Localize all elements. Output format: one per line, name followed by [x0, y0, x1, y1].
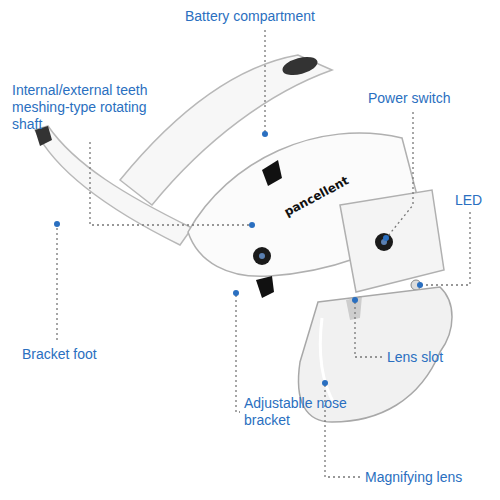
part-label: Internal/external teeth meshing-type rot…: [12, 82, 177, 133]
part-label: LED: [455, 192, 482, 209]
part-label: Magnifying lens: [365, 469, 462, 486]
logo-mark: [262, 160, 282, 186]
callout-dot: [417, 282, 423, 288]
shaft-knob: [253, 247, 271, 265]
led-housing: [340, 190, 444, 292]
callout-dot: [352, 297, 358, 303]
part-label: Lens slot: [387, 349, 443, 366]
part-label: Adjustablle nose bracket: [244, 395, 364, 429]
callout-dot: [54, 221, 60, 227]
part-label: Battery compartment: [185, 8, 315, 25]
leader-line: [90, 142, 250, 225]
nose-bracket: [256, 276, 274, 298]
callout-dot: [383, 235, 389, 241]
leader-line: [264, 30, 265, 132]
leader-line: [355, 302, 382, 357]
leader-line: [422, 212, 470, 285]
left-arm: [35, 126, 192, 245]
callout-dot: [322, 380, 328, 386]
part-label: Bracket foot: [22, 346, 97, 363]
shaft-center: [259, 253, 265, 259]
part-label: Power switch: [368, 90, 450, 107]
callout-dot: [233, 290, 239, 296]
callout-dot: [249, 222, 255, 228]
leader-line: [236, 295, 240, 412]
callout-dot: [262, 131, 268, 137]
head-pad: [281, 54, 320, 79]
leader-line: [56, 226, 57, 340]
power-switch-knob: [375, 233, 393, 251]
leader-line: [388, 112, 413, 236]
lens-highlight: [320, 318, 335, 405]
